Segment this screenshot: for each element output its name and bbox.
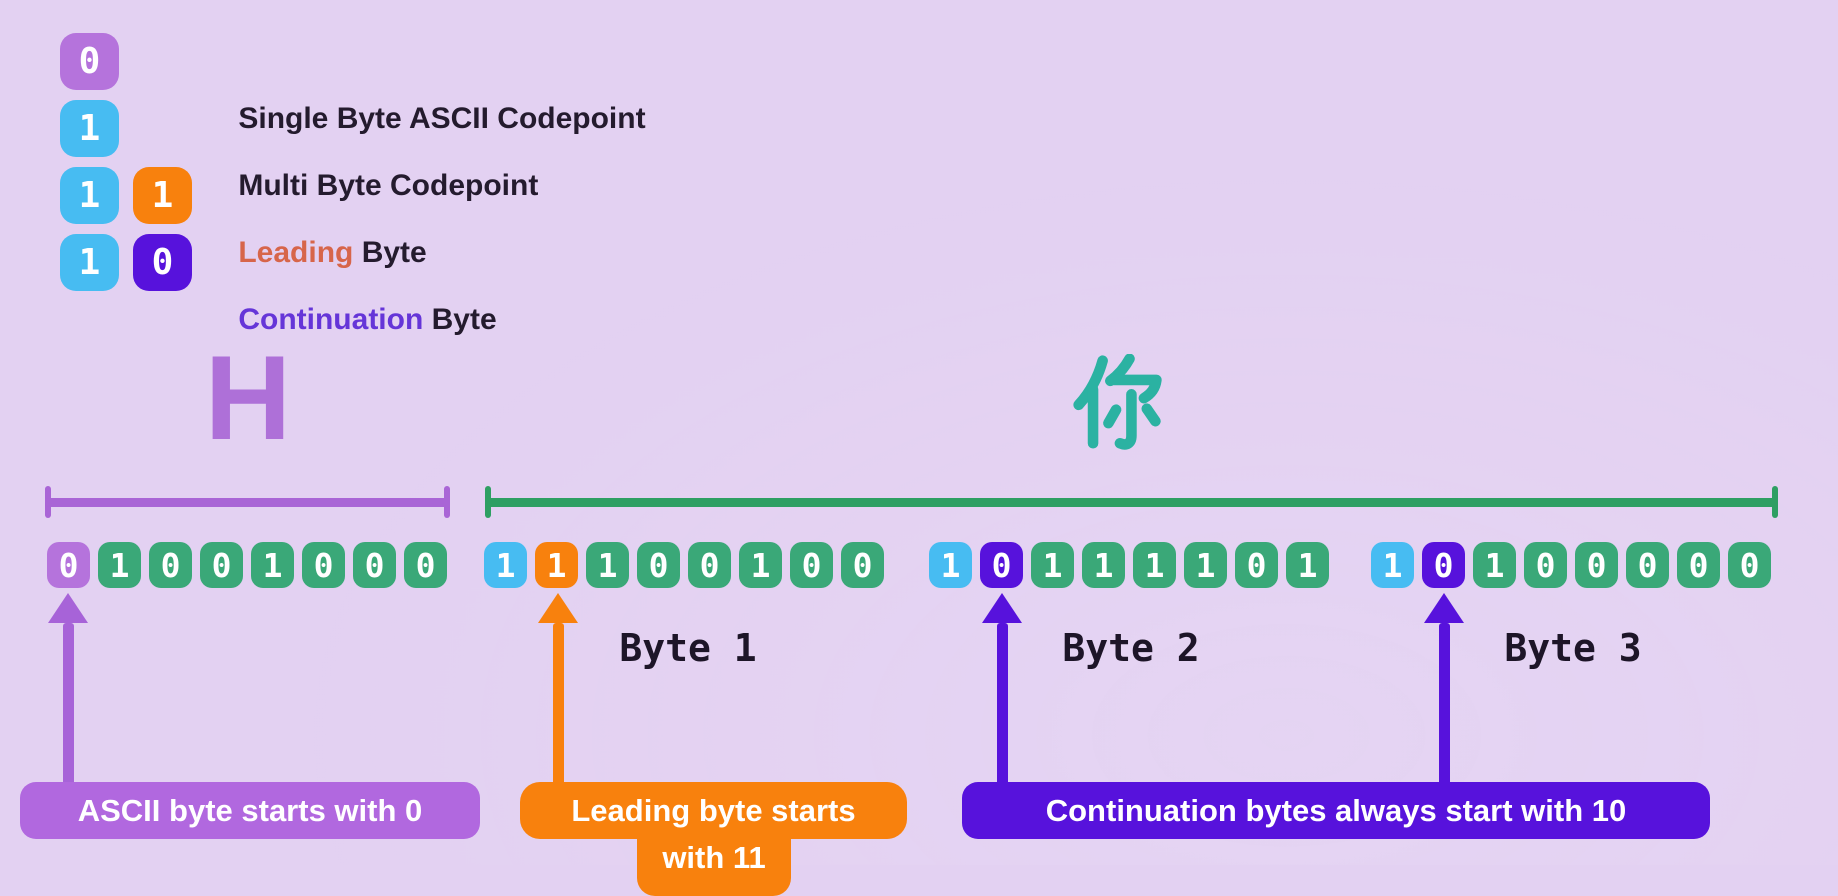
bit: 0	[1422, 542, 1465, 588]
bit: 0	[47, 542, 90, 588]
byte2-label: Byte 2	[1062, 626, 1200, 670]
arrow-shaft	[552, 623, 564, 782]
bit: 0	[353, 542, 396, 588]
bit-group-ascii-h: 0 1 0 0 1 0 0 0	[47, 542, 447, 588]
bit: 0	[302, 542, 345, 588]
arrow-head	[538, 593, 578, 623]
legend-bit-leading-1b: 1	[133, 167, 192, 224]
legend-bit-leading-1a: 1	[60, 167, 119, 224]
legend-row-leading-byte: 1 1 Leading Byte	[60, 167, 860, 269]
legend-row-continuation-byte: 1 0 Continuation Byte	[60, 234, 860, 336]
bit: 1	[98, 542, 141, 588]
bit-group-byte3: 1 0 1 0 0 0 0 0	[1371, 542, 1771, 588]
legend-bit-continuation-1: 1	[60, 234, 119, 291]
legend-row-single-byte: 0 Single Byte ASCII Codepoint	[60, 33, 860, 135]
bit: 1	[251, 542, 294, 588]
bit: 0	[404, 542, 447, 588]
continuation-callout: Continuation bytes always start with 10	[962, 782, 1710, 839]
bit: 0	[841, 542, 884, 588]
bit-group-byte2: 1 0 1 1 1 1 0 1	[929, 542, 1329, 588]
char-ni-glyph	[1070, 353, 1166, 450]
bit: 0	[637, 542, 680, 588]
bracket-bar	[485, 498, 1778, 507]
bit: 0	[1677, 542, 1720, 588]
bit: 0	[1235, 542, 1278, 588]
arrow-shaft	[996, 623, 1008, 782]
arrow-head	[982, 593, 1022, 623]
arrow-shaft	[1438, 623, 1450, 782]
bit: 0	[980, 542, 1023, 588]
bit: 1	[1184, 542, 1227, 588]
continuation-arrow-byte2-icon	[982, 593, 1022, 782]
multibyte-span-bracket	[485, 486, 1778, 518]
legend-label-continuation-byte: Continuation Byte	[205, 234, 496, 336]
bracket-cap-right	[444, 486, 450, 518]
legend-text-leading: Leading	[238, 236, 354, 269]
ascii-callout: ASCII byte starts with 0	[20, 782, 480, 839]
continuation-arrow-byte3-icon	[1424, 593, 1464, 782]
legend-row-multi-byte: 1 Multi Byte Codepoint	[60, 100, 860, 202]
legend-label-leading-byte: Leading Byte	[205, 167, 426, 269]
bit: 1	[1031, 542, 1074, 588]
bit: 0	[790, 542, 833, 588]
bit: 1	[1473, 542, 1516, 588]
legend-bit-ascii-0: 0	[60, 33, 119, 90]
bit: 1	[739, 542, 782, 588]
legend-bit-multi-1: 1	[60, 100, 119, 157]
legend-text: Single Byte ASCII Codepoint	[238, 102, 646, 135]
bracket-cap-right	[1772, 486, 1778, 518]
bit: 0	[149, 542, 192, 588]
bit: 0	[1728, 542, 1771, 588]
bit: 1	[535, 542, 578, 588]
bit: 0	[1575, 542, 1618, 588]
arrow-head	[48, 593, 88, 623]
bit: 1	[1082, 542, 1125, 588]
arrow-shaft	[62, 623, 74, 782]
char-h: H	[204, 331, 292, 465]
legend-label-multi-byte: Multi Byte Codepoint	[205, 100, 538, 202]
bit-group-byte1: 1 1 1 0 0 1 0 0	[484, 542, 884, 588]
leading-callout-line2: with 11	[637, 836, 791, 896]
leading-callout: Leading byte starts	[520, 782, 907, 839]
bit: 1	[929, 542, 972, 588]
legend-text: Multi Byte Codepoint	[238, 169, 539, 202]
legend-text: Byte	[423, 303, 497, 336]
legend-label-single-byte: Single Byte ASCII Codepoint	[205, 33, 645, 135]
ni-character-icon	[1073, 353, 1162, 450]
byte3-label: Byte 3	[1504, 626, 1642, 670]
legend-bit-continuation-0: 0	[133, 234, 192, 291]
bracket-bar	[45, 498, 450, 507]
bit: 1	[1133, 542, 1176, 588]
ascii-span-bracket	[45, 486, 450, 518]
bit: 0	[688, 542, 731, 588]
bit: 1	[1371, 542, 1414, 588]
bit: 0	[200, 542, 243, 588]
bit: 1	[484, 542, 527, 588]
ascii-arrow-icon	[48, 593, 88, 782]
bit: 1	[586, 542, 629, 588]
legend-text: Byte	[353, 236, 427, 269]
legend-text-continuation: Continuation	[238, 303, 424, 336]
leading-arrow-icon	[538, 593, 578, 782]
arrow-head	[1424, 593, 1464, 623]
byte1-label: Byte 1	[619, 626, 757, 670]
bit: 1	[1286, 542, 1329, 588]
bit: 0	[1524, 542, 1567, 588]
bit: 0	[1626, 542, 1669, 588]
